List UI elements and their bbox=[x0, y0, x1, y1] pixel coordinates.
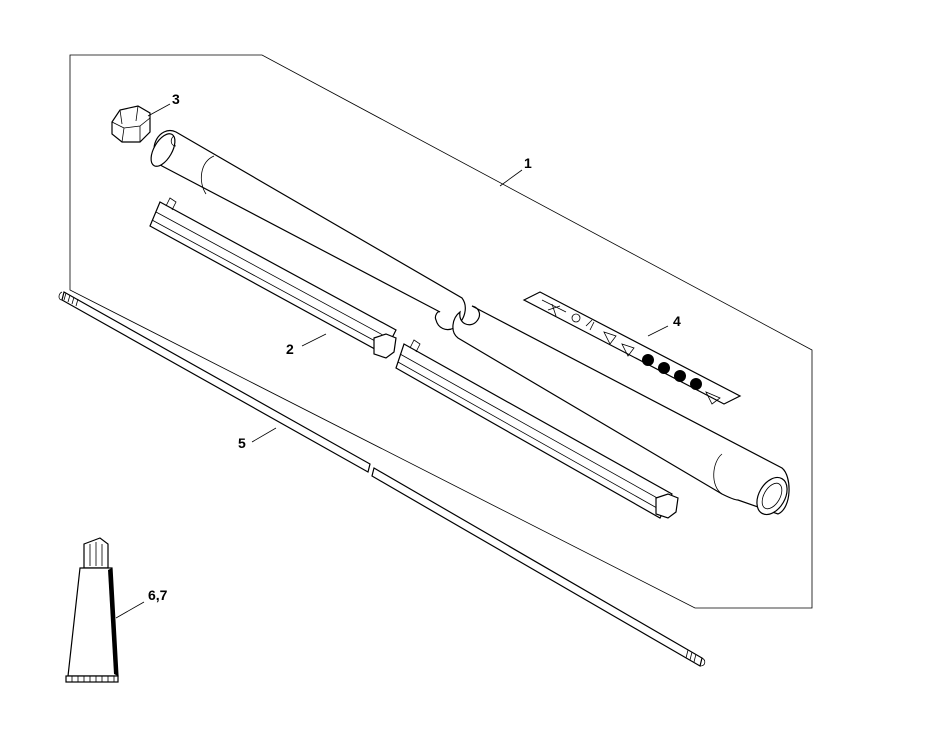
drive-shaft-part bbox=[58, 291, 706, 667]
callout-6-7: 6,7 bbox=[148, 587, 168, 603]
grease-tube-part bbox=[65, 537, 119, 683]
callout-2: 2 bbox=[286, 341, 294, 357]
leader-line-5 bbox=[251, 427, 277, 443]
leader-line-67 bbox=[115, 601, 145, 619]
leader-line-2 bbox=[301, 333, 327, 347]
leader-line-4 bbox=[647, 325, 669, 337]
coupling-sleeve-part bbox=[111, 105, 151, 143]
drive-tube-part bbox=[150, 129, 790, 516]
callout-1: 1 bbox=[524, 155, 532, 171]
tube-liner-part bbox=[149, 197, 679, 519]
leader-line-3 bbox=[147, 103, 171, 117]
callout-4: 4 bbox=[673, 313, 681, 329]
leader-line-1 bbox=[499, 169, 523, 187]
assembly-boundary-outline bbox=[69, 54, 813, 609]
callout-5: 5 bbox=[238, 435, 246, 451]
warning-decal-part bbox=[522, 291, 742, 405]
callout-3: 3 bbox=[172, 91, 180, 107]
